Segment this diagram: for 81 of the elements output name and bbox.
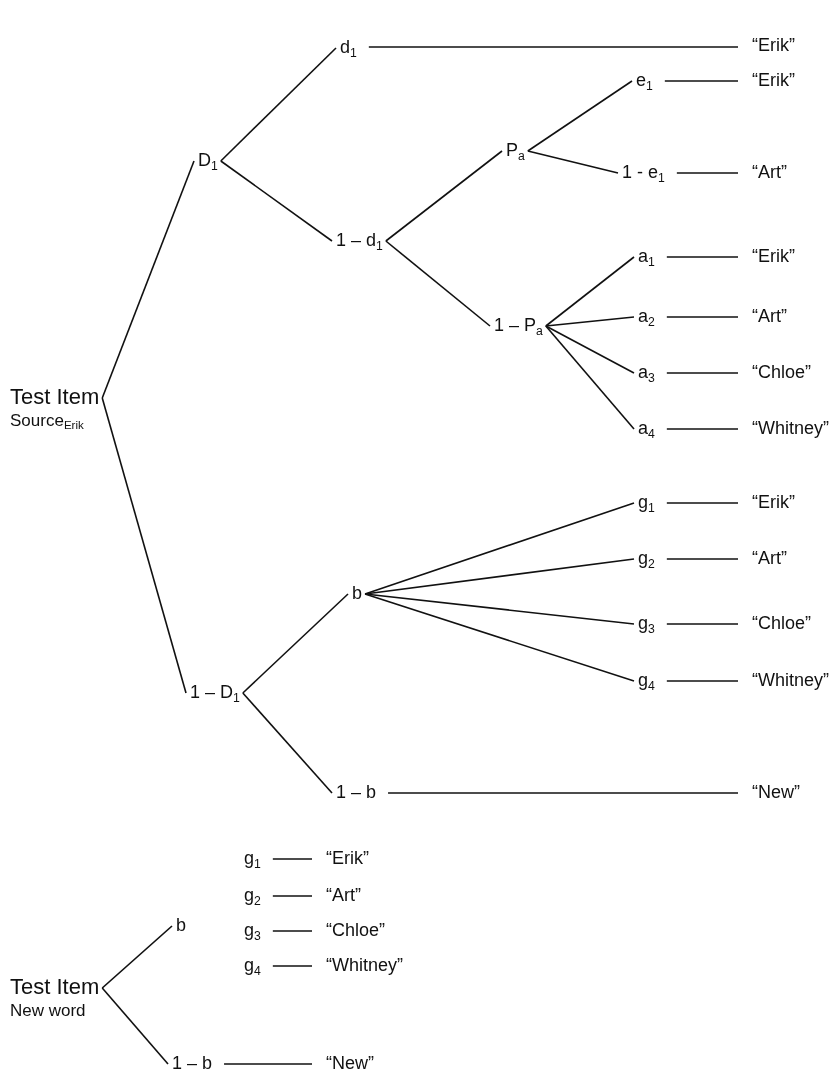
branch-label: b <box>352 582 362 604</box>
branch-label: “Art” <box>752 161 787 183</box>
branch-label: 1 – D$_{1}$ <box>190 681 240 703</box>
branch-label: “Art” <box>752 547 787 569</box>
branch-label: “Erik” <box>752 69 795 91</box>
branch-label: 1 – b <box>336 781 377 803</box>
branch-label: 1 – P$_{a}$ <box>494 314 543 336</box>
item-sublabel: Source$_{Erik}$ <box>10 410 85 432</box>
branch-line <box>223 1063 313 1065</box>
branch-label: 1 – b <box>172 1052 213 1074</box>
branch-label: a$_{2}$ <box>638 305 655 327</box>
branch-line <box>527 150 619 174</box>
branch-line <box>385 240 491 327</box>
branch-label: a$_{4}$ <box>638 417 655 439</box>
branch-line <box>666 316 739 318</box>
branch-label: “Chloe” <box>752 612 812 634</box>
branch-line <box>387 792 739 794</box>
branch-label: D$_{1}$ <box>198 149 218 171</box>
branch-line <box>272 895 313 897</box>
branch-line <box>242 593 349 694</box>
branch-line <box>242 692 333 794</box>
branch-label: “Art” <box>326 884 361 906</box>
branch-label: g$_{3}$ <box>638 612 655 634</box>
branch-line <box>666 256 739 258</box>
item-label: Test Item <box>10 384 100 410</box>
branch-line <box>101 397 187 694</box>
branch-line <box>666 502 739 504</box>
branch-line <box>220 160 333 242</box>
branch-line <box>666 372 739 374</box>
branch-line <box>545 316 635 327</box>
branch-label: a$_{1}$ <box>638 245 655 267</box>
branch-label: “Whitney” <box>752 669 829 691</box>
item-sublabel: New word <box>10 1000 87 1022</box>
branch-label: 1 – d$_{1}$ <box>336 229 383 251</box>
branch-line <box>364 593 635 625</box>
branch-label: 1 - e$_{1}$ <box>622 161 665 183</box>
branch-label: g$_{4}$ <box>244 954 261 976</box>
branch-line <box>666 558 739 560</box>
branch-label: “Art” <box>752 305 787 327</box>
branch-line <box>101 987 169 1065</box>
branch-label: “Erik” <box>752 245 795 267</box>
branch-label: e$_{1}$ <box>636 69 653 91</box>
branch-line <box>676 172 739 174</box>
branch-label: “Chloe” <box>326 919 386 941</box>
branch-line <box>101 160 195 399</box>
branch-label: “New” <box>326 1052 374 1074</box>
branch-label: g$_{1}$ <box>638 491 655 513</box>
branch-line <box>220 47 337 162</box>
branch-line <box>364 593 635 682</box>
branch-line <box>664 80 739 82</box>
branch-label: g$_{1}$ <box>244 847 261 869</box>
branch-label: “New” <box>752 781 800 803</box>
branch-line <box>666 680 739 682</box>
branch-label: “Erik” <box>752 491 795 513</box>
branch-label: g$_{2}$ <box>638 547 655 569</box>
item-label: Test Item <box>10 974 100 1000</box>
branch-line <box>527 80 633 152</box>
branch-line <box>385 150 503 242</box>
branch-line <box>101 925 173 989</box>
branch-label: g$_{2}$ <box>244 884 261 906</box>
branch-line <box>545 325 635 374</box>
branch-line <box>368 46 739 48</box>
branch-label: b <box>176 914 186 936</box>
branch-label: g$_{4}$ <box>638 669 655 691</box>
branch-label: “Erik” <box>326 847 369 869</box>
branch-line <box>272 858 313 860</box>
branch-label: P$_{a}$ <box>506 139 525 161</box>
branch-label: d$_{1}$ <box>340 36 357 58</box>
branch-label: “Whitney” <box>326 954 403 976</box>
branch-line <box>545 325 635 430</box>
branch-label: “Whitney” <box>752 417 829 439</box>
branch-line <box>272 965 313 967</box>
branch-line <box>666 623 739 625</box>
branch-line <box>545 256 635 327</box>
branch-label: “Chloe” <box>752 361 812 383</box>
branch-label: a$_{3}$ <box>638 361 655 383</box>
branch-line <box>364 502 635 595</box>
branch-line <box>272 930 313 932</box>
branch-label: g$_{3}$ <box>244 919 261 941</box>
branch-label: “Erik” <box>752 34 795 56</box>
branch-line <box>666 428 739 430</box>
